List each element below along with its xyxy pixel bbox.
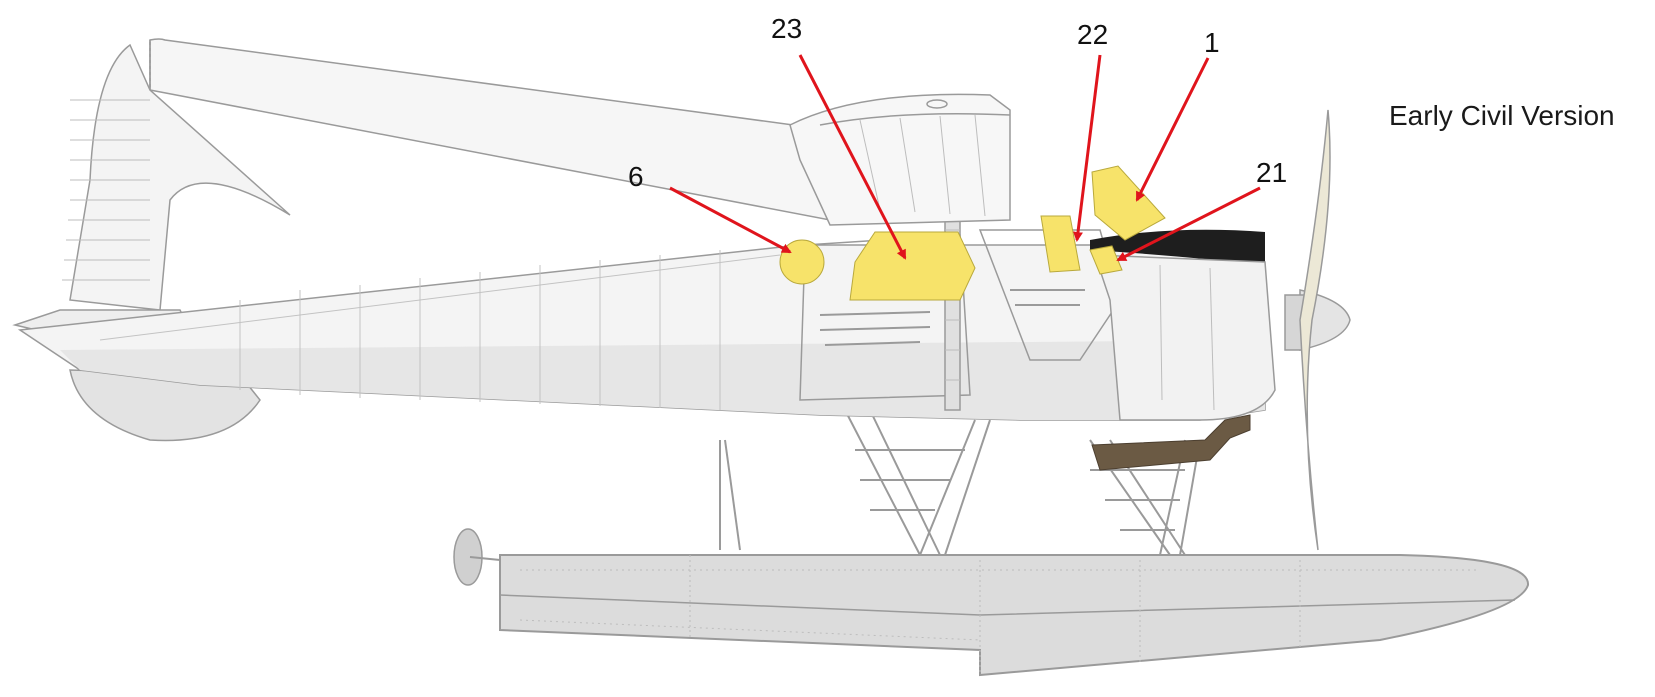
cabin-roof	[789, 93, 1011, 226]
callout-21: 21	[1256, 157, 1287, 188]
callout-23: 23	[771, 13, 802, 44]
float-struts	[719, 409, 1201, 556]
mask-1	[1091, 165, 1166, 241]
arrow-23	[798, 54, 907, 260]
callout-numbers: 23 22 1 21 6	[628, 13, 1287, 192]
mask-23	[849, 231, 976, 301]
exhaust	[1091, 414, 1251, 471]
mask-21	[1089, 245, 1123, 275]
callout-22: 22	[1077, 19, 1108, 50]
arrow-1	[1135, 57, 1210, 202]
mask-6	[779, 239, 825, 285]
arrow-6	[669, 186, 792, 254]
callout-arrows	[669, 54, 1261, 262]
arrow-22	[1073, 54, 1102, 242]
callout-1: 1	[1204, 27, 1220, 58]
mask-22	[1040, 215, 1081, 273]
fuselage	[17, 174, 1266, 421]
version-caption: Early Civil Version	[1389, 100, 1615, 131]
arrow-21	[1116, 186, 1261, 262]
callout-6: 6	[628, 161, 644, 192]
propeller	[1299, 109, 1331, 551]
float	[453, 528, 1530, 677]
